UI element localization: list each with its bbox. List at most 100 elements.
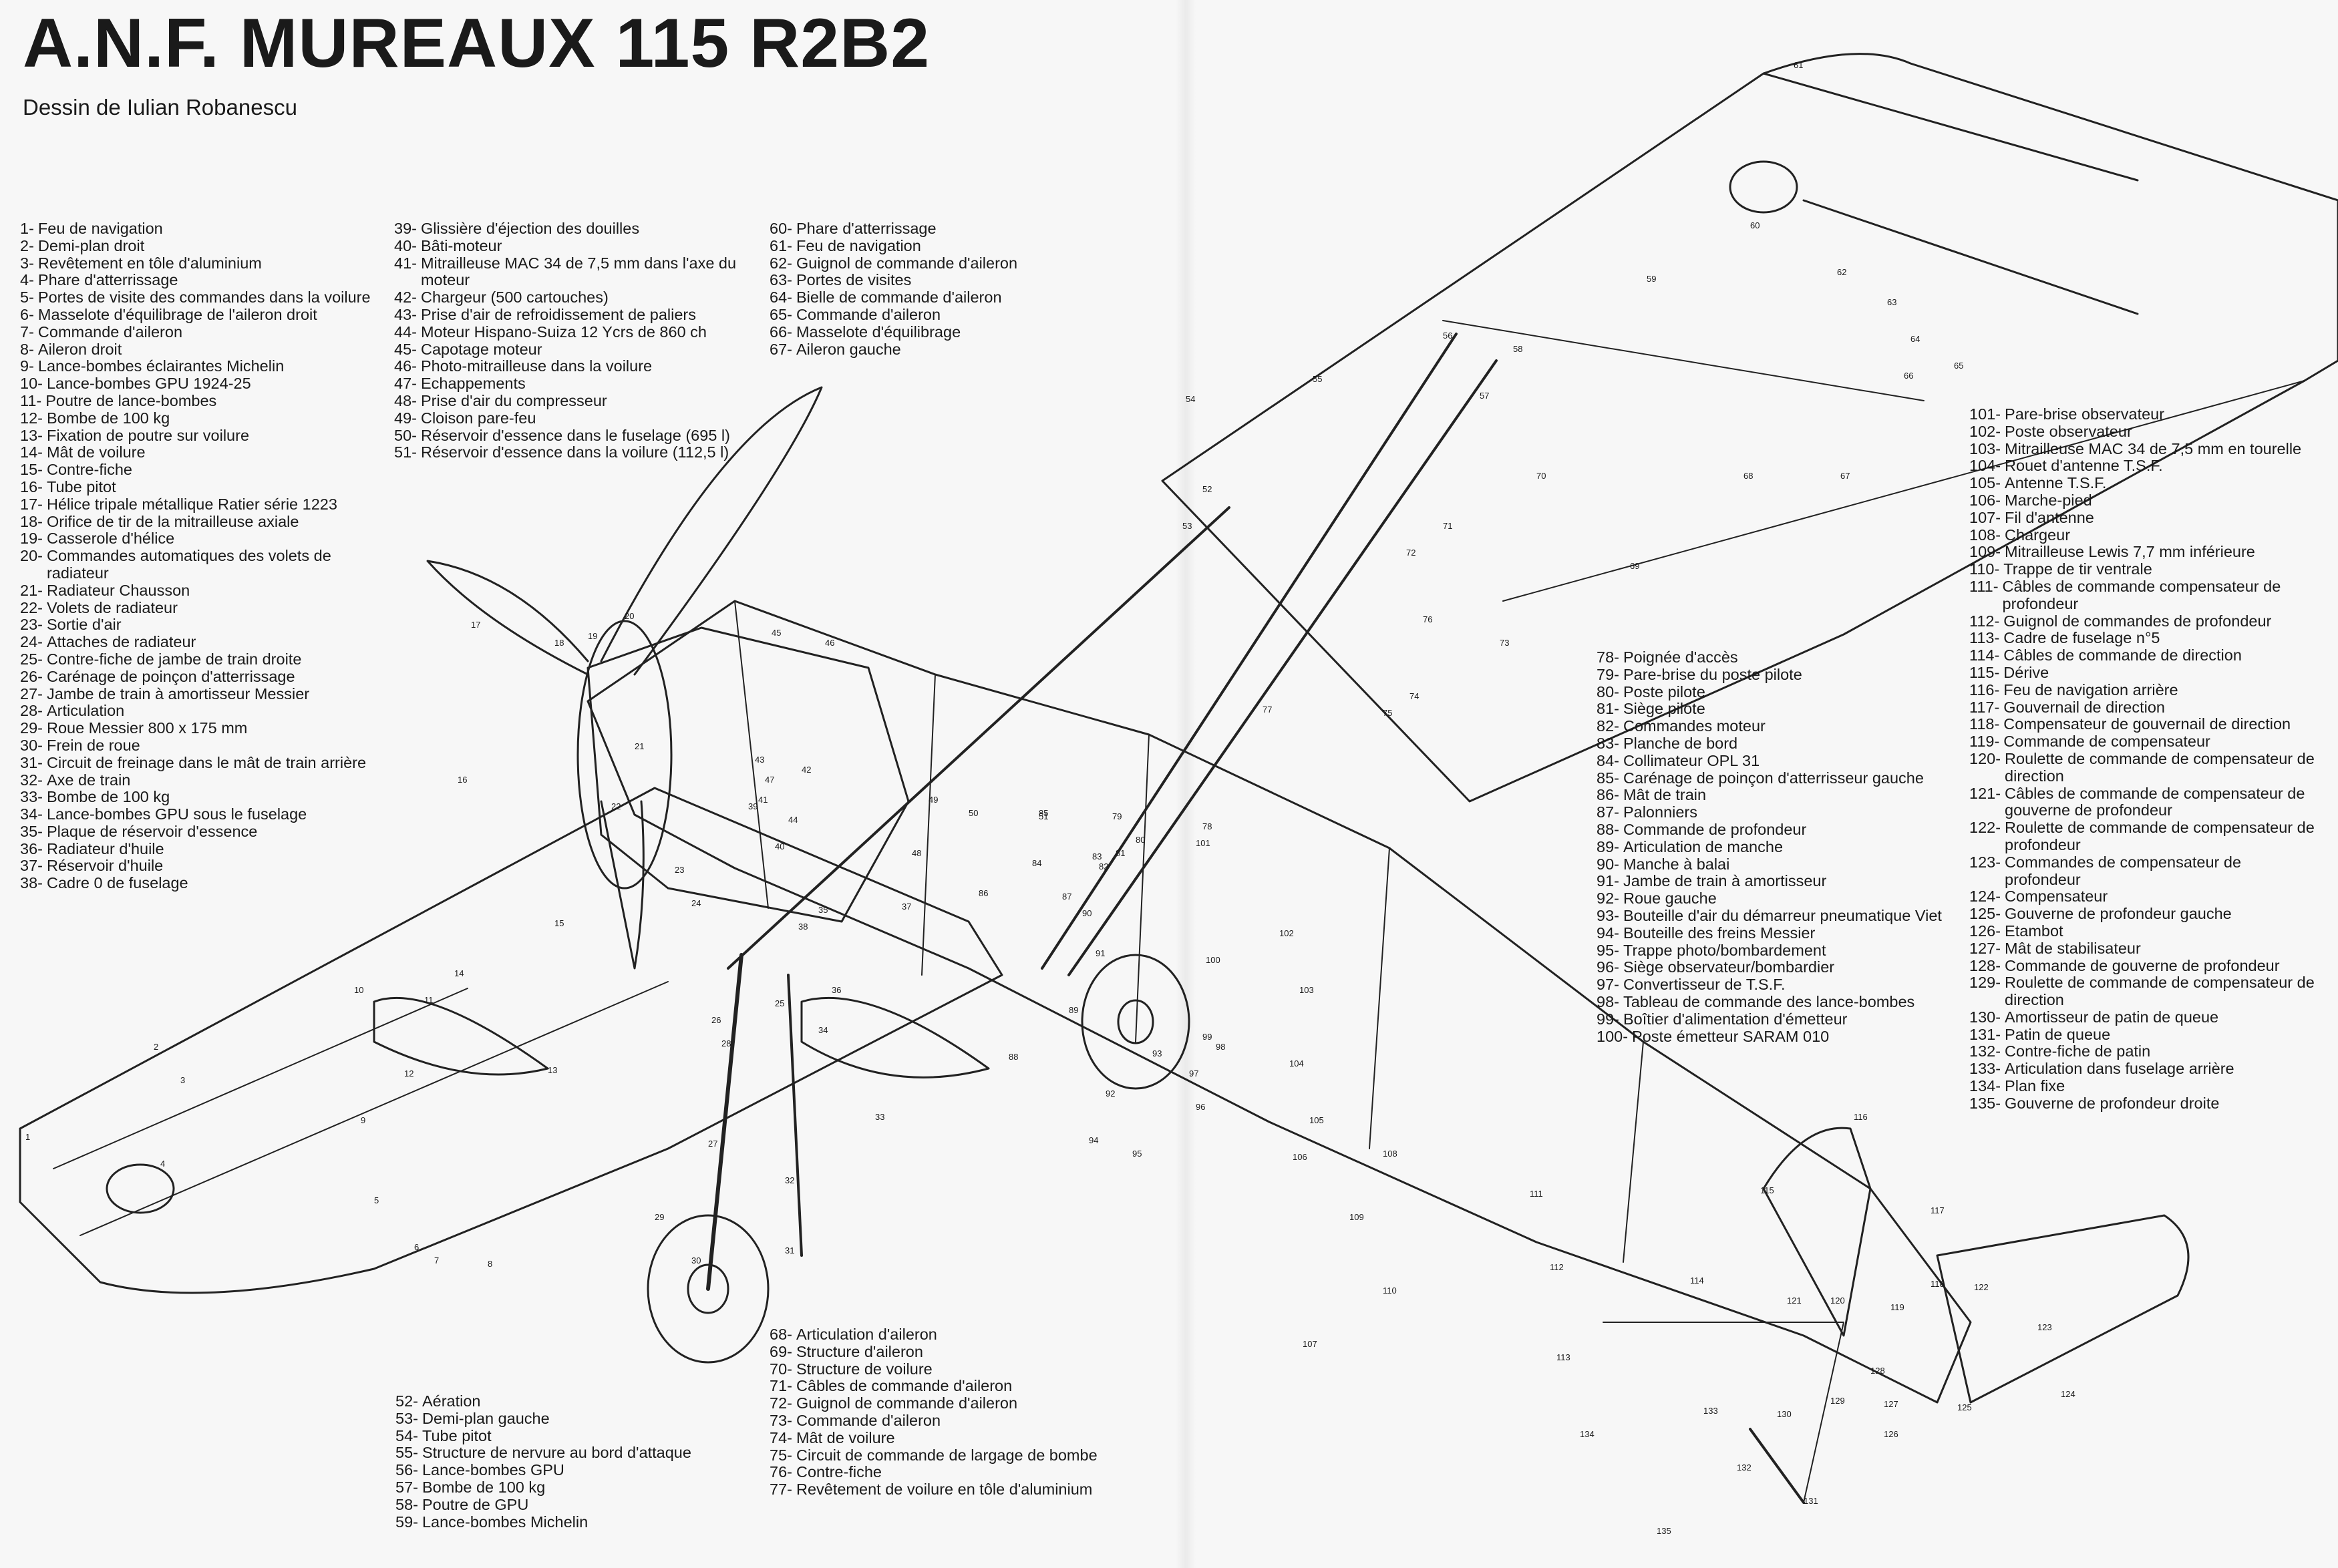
legend-text: Câbles de commande compensateur de profo… xyxy=(2002,577,2281,612)
legend-item: 50-Réservoir d'essence dans le fuselage … xyxy=(394,427,745,445)
callout-79: 79 xyxy=(1112,811,1122,821)
callout-90: 90 xyxy=(1082,908,1092,918)
legend-item: 102-Poste observateur xyxy=(1969,423,2317,441)
legend-item: 125-Gouverne de profondeur gauche xyxy=(1969,905,2317,923)
legend-item: 105-Antenne T.S.F. xyxy=(1969,474,2317,492)
legend-text: Carénage de poinçon d'atterrissage xyxy=(46,667,295,685)
legend-text: Compensateur xyxy=(2005,888,2108,906)
legend-item: 54-Tube pitot xyxy=(395,1427,743,1445)
legend-item: 101-Pare-brise observateur xyxy=(1969,405,2317,423)
legend-text: Phare d'atterrissage xyxy=(796,220,937,237)
callout-50: 50 xyxy=(969,808,979,818)
legend-number: 47- xyxy=(394,375,417,393)
legend-item: 122-Roulette de commande de compensateur… xyxy=(1969,819,2317,854)
legend-item: 86-Mât de train xyxy=(1597,787,1944,804)
legend-text: Moteur Hispano-Suiza 12 Ycrs de 860 ch xyxy=(420,323,707,341)
legend-text: Aération xyxy=(422,1392,481,1410)
legend-item: 40-Bâti-moteur xyxy=(394,237,745,255)
legend-text: Structure de voilure xyxy=(796,1360,933,1378)
legend-item: 81-Siège pilote xyxy=(1597,701,1944,718)
legend-text: Commandes automatiques des volets de rad… xyxy=(46,547,331,582)
legend-text: Capotage moteur xyxy=(420,340,542,358)
callout-9: 9 xyxy=(361,1115,366,1125)
callout-37: 37 xyxy=(902,902,912,912)
legend-text: Tableau de commande des lance-bombes xyxy=(1623,992,1915,1010)
legend-item: 132-Contre-fiche de patin xyxy=(1969,1043,2317,1060)
callout-7: 7 xyxy=(434,1255,440,1265)
callout-110: 110 xyxy=(1383,1286,1397,1296)
legend-item: 130-Amortisseur de patin de queue xyxy=(1969,1008,2317,1026)
wheel-right xyxy=(647,1214,770,1364)
legend-text: Cadre de fuselage n°5 xyxy=(2003,629,2160,647)
legend-number: 105- xyxy=(1969,474,2001,492)
legend-item: 3-Revêtement en tôle d'aluminium xyxy=(20,254,377,272)
legend-text: Antenne T.S.F. xyxy=(2005,474,2107,492)
callout-124: 124 xyxy=(2061,1389,2075,1399)
legend-item: 85-Carénage de poinçon d'atterrisseur ga… xyxy=(1597,769,1944,787)
legend-number: 101- xyxy=(1969,405,2001,423)
legend-text: Fil d'antenne xyxy=(2005,508,2094,526)
legend-text: Commandes moteur xyxy=(1623,717,1766,735)
legend-number: 1- xyxy=(20,220,34,237)
legend-number: 12- xyxy=(20,409,43,427)
legend-text: Roulette de commande de compensateur de … xyxy=(2005,974,2315,1009)
legend-text: Portes de visites xyxy=(796,271,912,289)
legend-number: 70- xyxy=(770,1360,792,1378)
legend-number: 75- xyxy=(770,1446,792,1464)
legend-text: Feu de navigation xyxy=(37,220,163,237)
legend-text: Contre-fiche de patin xyxy=(2005,1042,2151,1060)
legend-item: 67-Aileron gauche xyxy=(770,341,1083,359)
legend-item: 74-Mât de voilure xyxy=(770,1429,1104,1447)
legend-text: Carénage de poinçon d'atterrisseur gauch… xyxy=(1623,769,1924,787)
callout-120: 120 xyxy=(1830,1296,1845,1306)
legend-item: 127-Mât de stabilisateur xyxy=(1969,940,2317,958)
legend-text: Jambe de train à amortisseur Messier xyxy=(46,684,310,703)
legend-number: 26- xyxy=(20,667,43,685)
legend-number: 68- xyxy=(770,1326,792,1343)
legend-item: 91-Jambe de train à amortisseur xyxy=(1597,873,1944,890)
callout-16: 16 xyxy=(458,775,468,785)
callout-92: 92 xyxy=(1106,1089,1116,1099)
callout-42: 42 xyxy=(802,765,812,775)
legend-number: 18- xyxy=(20,512,43,530)
legend-text: Contre-fiche xyxy=(46,461,132,479)
callout-121: 121 xyxy=(1787,1296,1802,1306)
legend-text: Gouverne de profondeur gauche xyxy=(2005,905,2232,923)
callout-109: 109 xyxy=(1349,1212,1364,1222)
legend-number: 36- xyxy=(20,839,43,857)
legend-item: 8-Aileron droit xyxy=(20,341,377,359)
legend-text: Commande de profondeur xyxy=(1623,820,1807,838)
callout-28: 28 xyxy=(721,1038,731,1048)
legend-text: Poignée d'accès xyxy=(1623,648,1738,666)
legend-number: 79- xyxy=(1597,665,1619,683)
callout-106: 106 xyxy=(1293,1152,1307,1162)
callout-62: 62 xyxy=(1837,267,1847,277)
legend-number: 81- xyxy=(1597,700,1619,718)
right-wing-outline xyxy=(19,787,1003,1294)
legend-item: 57-Bombe de 100 kg xyxy=(395,1479,743,1497)
legend-number: 11- xyxy=(20,391,42,409)
legend-item: 119-Commande de compensateur xyxy=(1969,733,2317,751)
callout-36: 36 xyxy=(832,985,842,995)
legend-number: 20- xyxy=(20,547,43,565)
legend-item: 31-Circuit de freinage dans le mât de tr… xyxy=(20,754,377,772)
legend-number: 97- xyxy=(1597,976,1619,994)
legend-number: 84- xyxy=(1597,751,1619,769)
legend-item: 1-Feu de navigation xyxy=(20,220,377,238)
legend-item: 76-Contre-fiche xyxy=(770,1464,1104,1481)
legend-item: 45-Capotage moteur xyxy=(394,341,745,359)
callout-69: 69 xyxy=(1630,561,1640,571)
callout-38: 38 xyxy=(798,922,808,932)
legend-number: 48- xyxy=(394,391,417,409)
legend-item: 71-Câbles de commande d'aileron xyxy=(770,1378,1104,1395)
legend-number: 122- xyxy=(1969,819,2001,837)
legend-text: Attaches de radiateur xyxy=(46,633,196,651)
legend-text: Marche-pied xyxy=(2005,491,2092,509)
legend-text: Boîtier d'alimentation d'émetteur xyxy=(1623,1010,1848,1028)
legend-text: Guignol de commandes de profondeur xyxy=(2003,612,2272,630)
legend-text: Articulation xyxy=(46,702,125,720)
legend-item: 135-Gouverne de profondeur droite xyxy=(1969,1095,2317,1113)
legend-item: 19-Casserole d'hélice xyxy=(20,530,377,548)
